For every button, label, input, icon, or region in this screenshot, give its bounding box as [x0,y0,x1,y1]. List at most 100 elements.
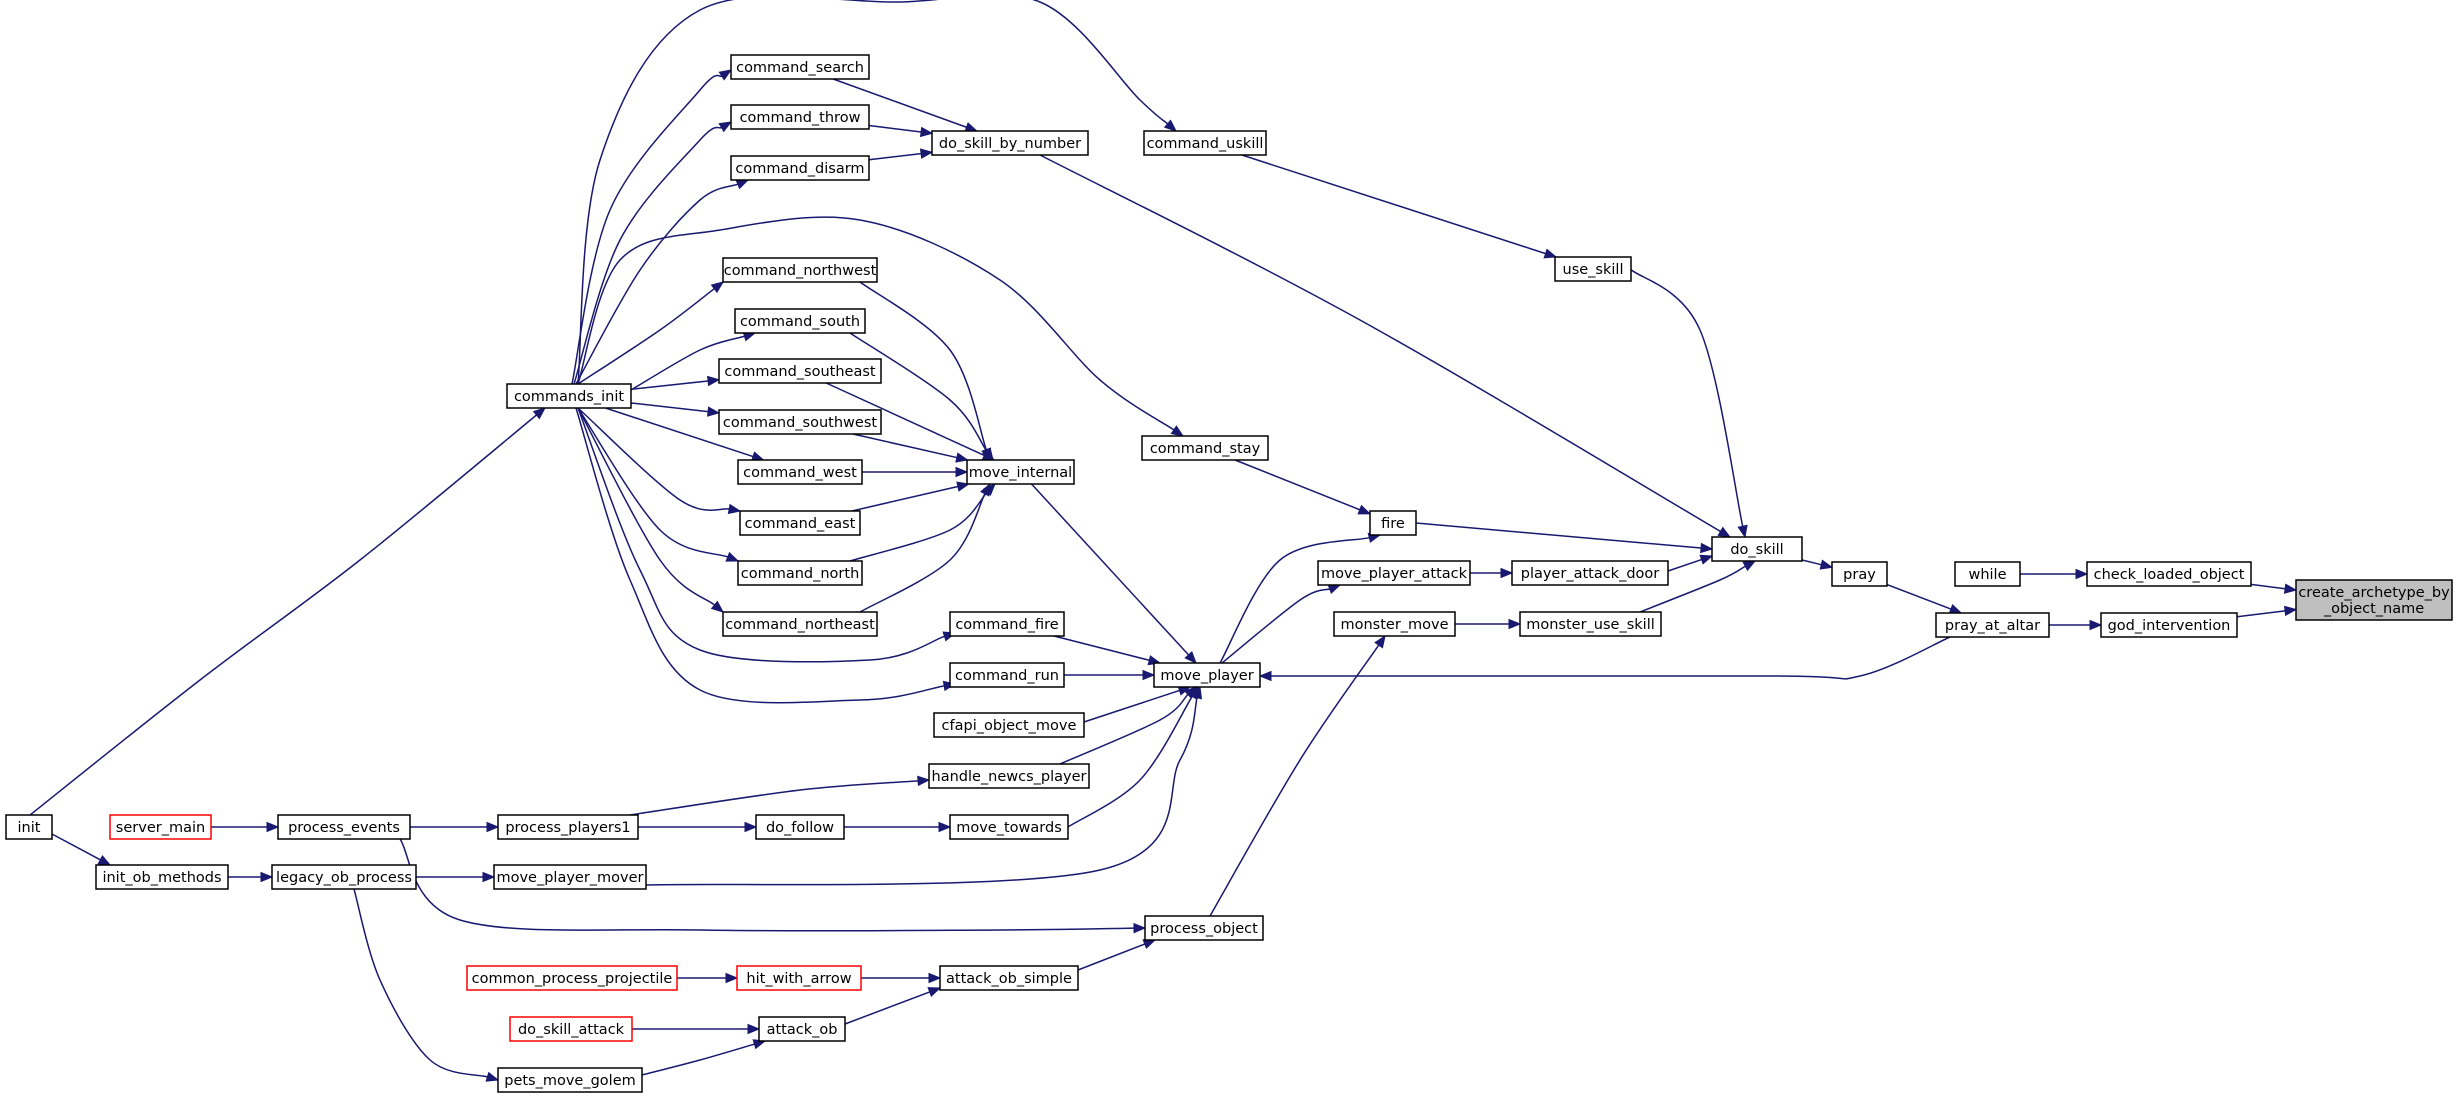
node-use_skill[interactable]: use_skill [1554,256,1632,282]
node-command_west[interactable]: command_west [737,459,863,485]
node-box[interactable] [730,54,870,80]
node-pets_move_golem[interactable]: pets_move_golem [497,1067,643,1093]
node-do_skill_by_number[interactable]: do_skill_by_number [931,130,1089,156]
node-box[interactable] [1954,561,2021,587]
node-box[interactable] [1333,611,1456,637]
node-box[interactable] [1317,560,1471,586]
node-box[interactable] [1511,560,1669,586]
node-init_ob_methods[interactable]: init_ob_methods [95,864,229,890]
node-box[interactable] [722,257,878,283]
node-pray[interactable]: pray [1831,561,1888,587]
node-box[interactable] [509,1016,633,1042]
node-box[interactable] [1554,256,1632,282]
node-do_skill[interactable]: do_skill [1711,536,1803,562]
node-command_search[interactable]: command_search [730,54,870,80]
node-command_east[interactable]: command_east [739,510,861,536]
node-box[interactable] [1711,536,1803,562]
node-command_south[interactable]: command_south [734,308,866,334]
node-box[interactable] [755,814,845,840]
node-box[interactable] [1935,612,2050,638]
node-box[interactable] [734,308,866,334]
node-handle_newcs_player[interactable]: handle_newcs_player [928,763,1090,789]
node-box[interactable] [758,1016,846,1042]
node-hit_with_arrow[interactable]: hit_with_arrow [736,965,862,991]
node-move_internal[interactable]: move_internal [966,459,1075,485]
node-do_skill_attack[interactable]: do_skill_attack [509,1016,633,1042]
node-command_southwest[interactable]: command_southwest [718,409,882,435]
node-move_player[interactable]: move_player [1153,662,1261,688]
node-box[interactable] [949,814,1069,840]
node-box[interactable] [2295,579,2453,621]
node-box[interactable] [931,130,1089,156]
node-box[interactable] [722,611,878,637]
node-attack_ob_simple[interactable]: attack_ob_simple [939,965,1079,991]
node-box[interactable] [949,611,1065,637]
node-box[interactable] [1519,611,1662,637]
node-box[interactable] [1141,435,1269,461]
node-commands_init[interactable]: commands_init [506,383,632,409]
node-box[interactable] [1144,915,1264,941]
node-box[interactable] [928,763,1090,789]
node-monster_move[interactable]: monster_move [1333,611,1456,637]
node-box[interactable] [718,358,882,384]
node-god_intervention[interactable]: god_intervention [2100,612,2238,638]
node-box[interactable] [737,560,863,586]
node-command_disarm[interactable]: command_disarm [730,155,870,181]
node-box[interactable] [737,459,863,485]
node-common_process_projectile[interactable]: common_process_projectile [466,965,678,991]
node-box[interactable] [497,814,639,840]
node-monster_use_skill[interactable]: monster_use_skill [1519,611,1662,637]
node-box[interactable] [271,864,417,890]
node-box[interactable] [497,1067,643,1093]
node-box[interactable] [2100,612,2238,638]
node-command_run[interactable]: command_run [949,662,1065,688]
node-cfapi_object_move[interactable]: cfapi_object_move [933,712,1085,738]
node-pray_at_altar[interactable]: pray_at_altar [1935,612,2050,638]
node-player_attack_door[interactable]: player_attack_door [1511,560,1669,586]
node-box[interactable] [466,965,678,991]
node-box[interactable] [109,814,212,840]
node-box[interactable] [736,965,862,991]
node-command_uskill[interactable]: command_uskill [1143,130,1267,156]
node-process_object[interactable]: process_object [1144,915,1264,941]
node-while[interactable]: while [1954,561,2021,587]
node-create_archetype_by_object_name[interactable]: create_archetype_by_object_name [2295,579,2453,621]
node-fire[interactable]: fire [1369,510,1417,536]
node-box[interactable] [5,814,53,840]
node-move_towards[interactable]: move_towards [949,814,1069,840]
node-box[interactable] [939,965,1079,991]
node-box[interactable] [933,712,1085,738]
node-command_southeast[interactable]: command_southeast [718,358,882,384]
node-box[interactable] [493,864,647,890]
node-attack_ob[interactable]: attack_ob [758,1016,846,1042]
node-box[interactable] [966,459,1075,485]
node-box[interactable] [949,662,1065,688]
node-move_player_mover[interactable]: move_player_mover [493,864,647,890]
node-box[interactable] [1143,130,1267,156]
node-box[interactable] [718,409,882,435]
node-legacy_ob_process[interactable]: legacy_ob_process [271,864,417,890]
node-box[interactable] [506,383,632,409]
node-box[interactable] [1153,662,1261,688]
node-command_northwest[interactable]: command_northwest [722,257,878,283]
node-box[interactable] [277,814,411,840]
node-check_loaded_object[interactable]: check_loaded_object [2086,561,2252,587]
node-box[interactable] [730,104,870,130]
node-command_throw[interactable]: command_throw [730,104,870,130]
node-command_stay[interactable]: command_stay [1141,435,1269,461]
node-init[interactable]: init [5,814,53,840]
node-command_fire[interactable]: command_fire [949,611,1065,637]
node-command_northeast[interactable]: command_northeast [722,611,878,637]
node-move_player_attack[interactable]: move_player_attack [1317,560,1471,586]
node-box[interactable] [730,155,870,181]
node-process_events[interactable]: process_events [277,814,411,840]
node-box[interactable] [95,864,229,890]
node-server_main[interactable]: server_main [109,814,212,840]
node-process_players1[interactable]: process_players1 [497,814,639,840]
node-box[interactable] [1369,510,1417,536]
node-box[interactable] [739,510,861,536]
node-do_follow[interactable]: do_follow [755,814,845,840]
node-command_north[interactable]: command_north [737,560,863,586]
node-box[interactable] [1831,561,1888,587]
node-box[interactable] [2086,561,2252,587]
